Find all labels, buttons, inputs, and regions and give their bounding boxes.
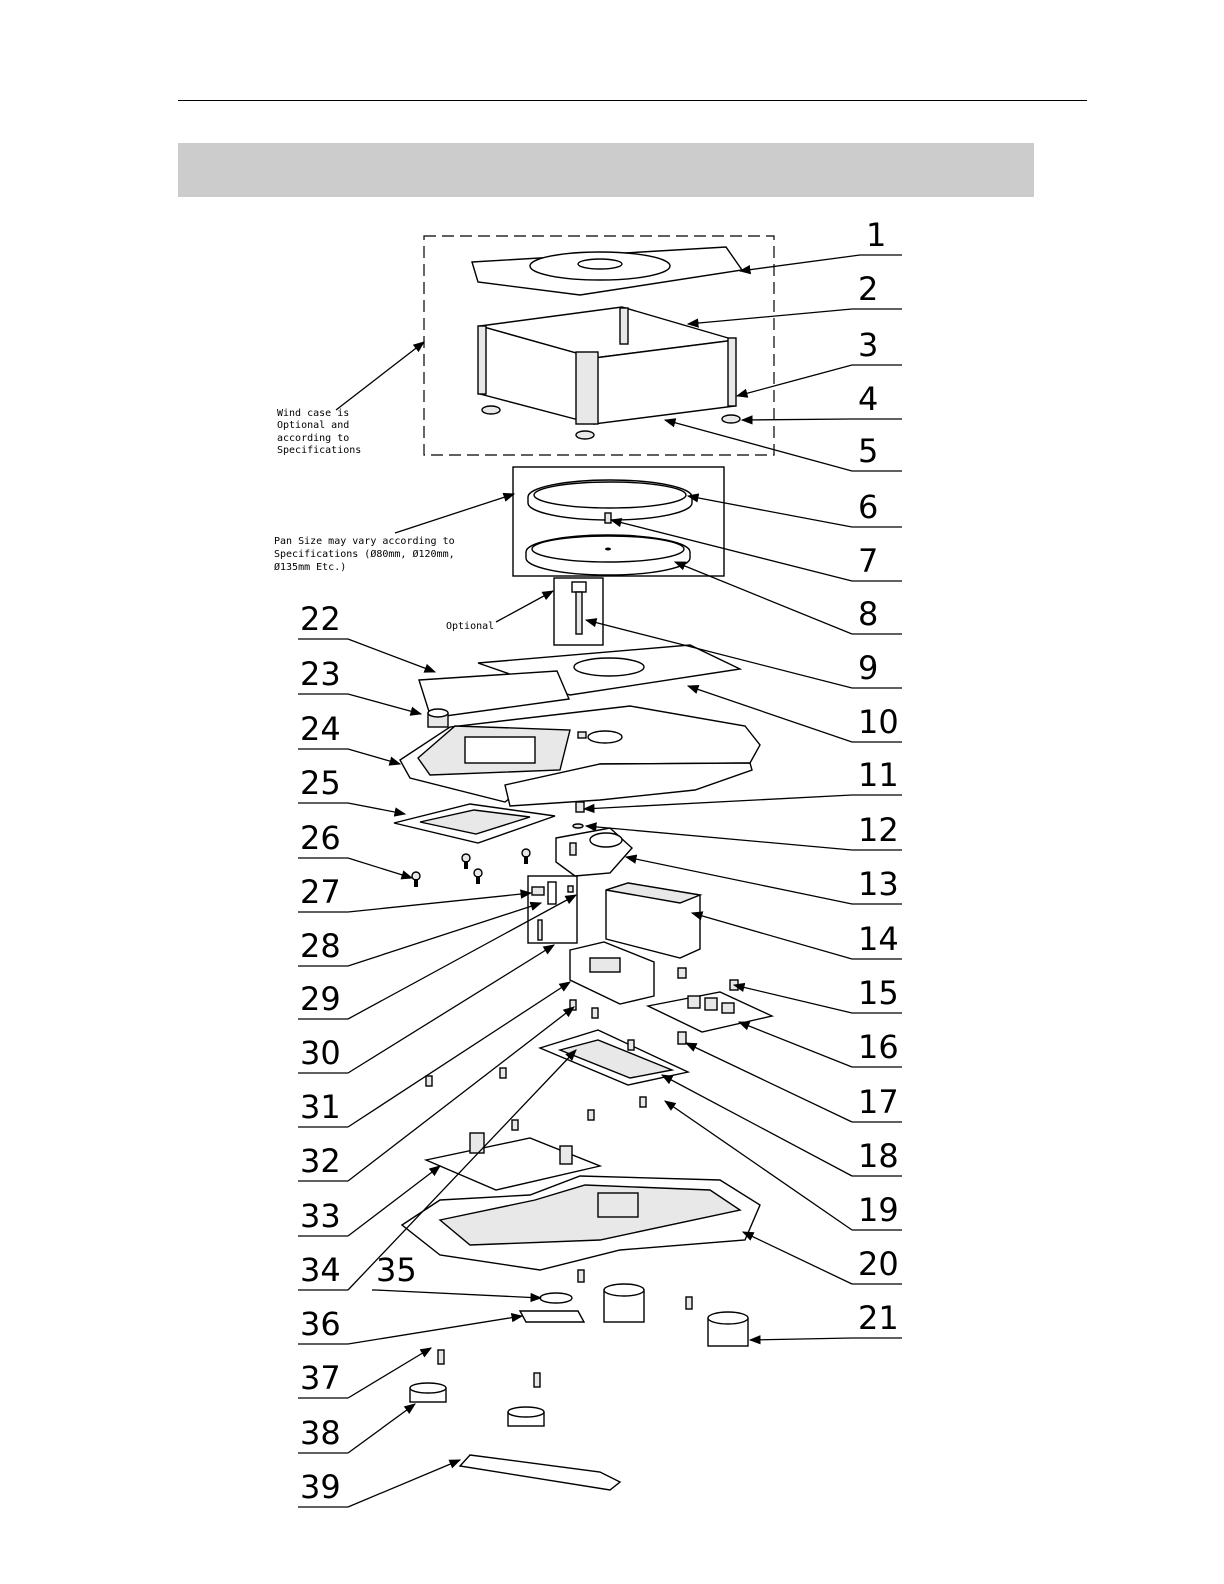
callout-leader-27 (348, 893, 531, 912)
callout-leader-18 (662, 1075, 852, 1176)
callout-leader-4 (742, 419, 852, 420)
small-label (520, 1311, 584, 1322)
callout-leader-21 (750, 1338, 852, 1340)
part-number-4: 4 (858, 380, 878, 418)
part-number-36: 36 (300, 1305, 341, 1343)
part-number-9: 9 (858, 649, 878, 687)
callout-leader-30 (348, 945, 554, 1073)
part-number-39: 39 (300, 1468, 341, 1506)
part-number-30: 30 (300, 1034, 341, 1072)
callout-leader-6 (688, 496, 852, 527)
part-number-33: 33 (300, 1197, 341, 1235)
battery (606, 883, 700, 958)
pan-size-pointer (395, 494, 514, 533)
part-number-7: 7 (858, 542, 878, 580)
part-number-38: 38 (300, 1414, 341, 1452)
top-housing (400, 706, 760, 806)
callout-leader-5 (665, 420, 852, 471)
part-number-5: 5 (858, 432, 878, 470)
washer (573, 824, 583, 828)
wind-case-pointer (336, 342, 424, 410)
part-number-15: 15 (858, 974, 899, 1012)
bottom-housing (402, 1176, 760, 1270)
wind-case-glass-box (478, 307, 736, 424)
part-number-31: 31 (300, 1088, 341, 1126)
pan-size-note: Pan Size may vary according to Specifica… (274, 536, 461, 573)
part-number-32: 32 (300, 1142, 341, 1180)
callout-leader-25 (348, 803, 405, 814)
sensor-parts (532, 882, 573, 940)
part-number-21: 21 (858, 1299, 899, 1337)
part-number-6: 6 (858, 488, 878, 526)
callout-leader-36 (348, 1316, 522, 1344)
optional-note: Optional (446, 621, 494, 632)
part-number-27: 27 (300, 873, 341, 911)
main-board (648, 992, 772, 1032)
pan-pin (605, 513, 611, 523)
part-number-2: 2 (858, 270, 878, 308)
wind-case-top-cover (472, 247, 742, 295)
part-number-25: 25 (300, 764, 341, 802)
wind-case-note: Wind case is Optional and according to S… (277, 408, 361, 456)
round-label (540, 1293, 572, 1303)
part-number-26: 26 (300, 819, 341, 857)
callout-leader-38 (348, 1404, 415, 1453)
display-screws (412, 849, 530, 887)
display-board (394, 804, 555, 843)
callout-leader-22 (348, 639, 435, 672)
callout-leader-1 (740, 255, 860, 271)
adjustable-feet (410, 1284, 748, 1426)
part-number-3: 3 (858, 326, 878, 364)
part-number-12: 12 (858, 811, 899, 849)
level-bubble (428, 709, 448, 727)
callout-leader-14 (692, 913, 852, 959)
callout-leader-39 (348, 1460, 460, 1507)
optional-pointer (496, 591, 553, 622)
bracket (556, 828, 632, 876)
part-number-8: 8 (858, 595, 878, 633)
top-screw (576, 802, 584, 812)
callout-leader-24 (348, 749, 400, 764)
callout-leader-35 (376, 1290, 541, 1298)
bottom-label (460, 1455, 620, 1490)
foot-screws (438, 1270, 692, 1387)
part-number-19: 19 (858, 1191, 899, 1229)
callout-leader-8 (675, 562, 852, 634)
callout-leader-28 (348, 903, 541, 966)
callout-leader-23 (348, 694, 421, 714)
part-number-13: 13 (858, 865, 899, 903)
part-number-22: 22 (300, 600, 341, 638)
part-number-35: 35 (376, 1251, 417, 1289)
callout-leader-16 (739, 1022, 852, 1067)
part-number-20: 20 (858, 1245, 899, 1283)
part-number-17: 17 (858, 1083, 899, 1121)
part-number-14: 14 (858, 920, 899, 958)
part-number-11: 11 (858, 756, 899, 794)
part-number-10: 10 (858, 703, 899, 741)
part-number-24: 24 (300, 710, 341, 748)
callout-leader-26 (348, 858, 412, 878)
load-cell (570, 942, 654, 1004)
part-number-1: 1 (866, 216, 886, 254)
part-number-28: 28 (300, 927, 341, 965)
part-number-29: 29 (300, 980, 341, 1018)
part-number-18: 18 (858, 1137, 899, 1175)
part-number-16: 16 (858, 1028, 899, 1066)
part-number-34: 34 (300, 1251, 341, 1289)
callout-leader-20 (743, 1232, 852, 1284)
pan-shaft (572, 582, 586, 634)
callout-leader-17 (686, 1043, 852, 1122)
callout-leader-2 (688, 309, 852, 324)
part-number-23: 23 (300, 655, 341, 693)
part-number-37: 37 (300, 1359, 341, 1397)
pan-support (526, 535, 690, 575)
callout-leader-3 (737, 365, 852, 396)
